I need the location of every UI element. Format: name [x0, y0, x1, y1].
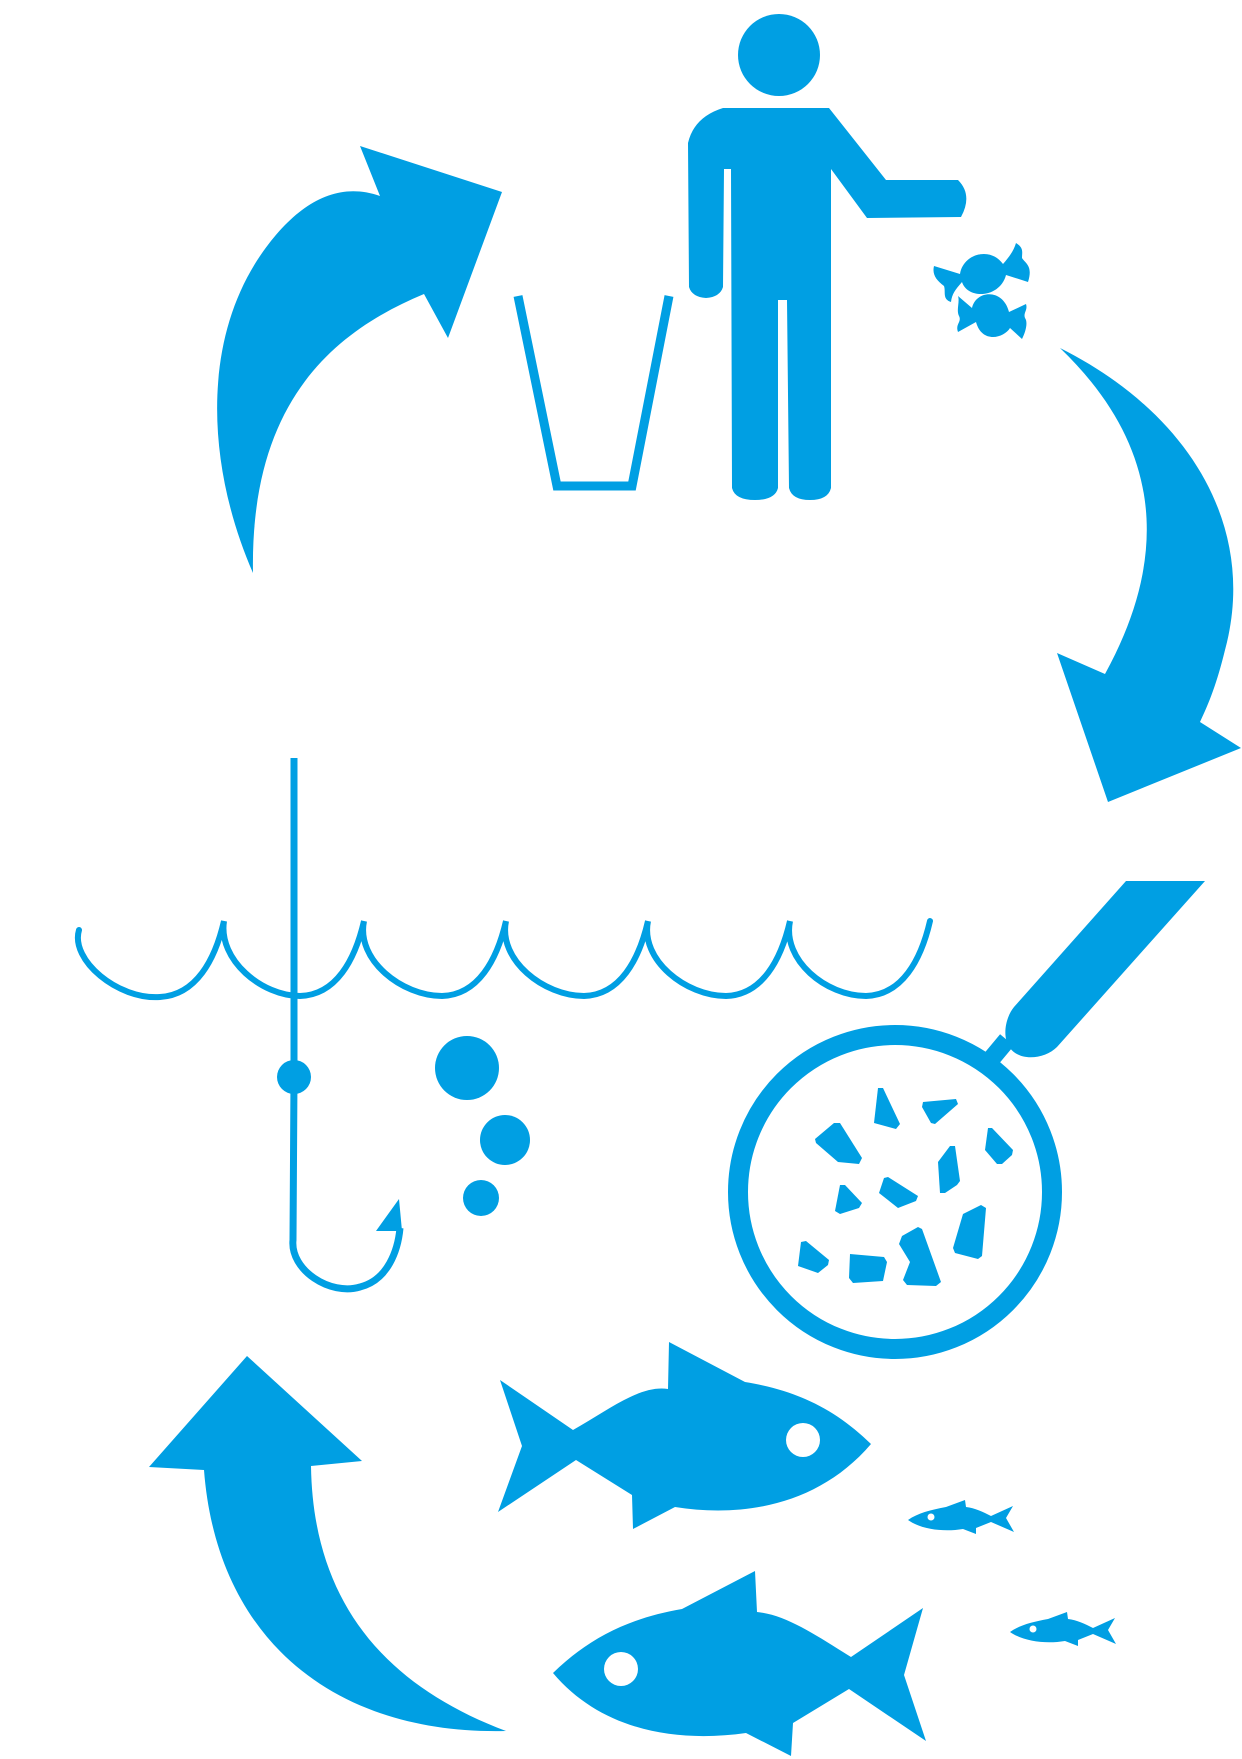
water-surface-waves: [78, 921, 930, 997]
trash-bin-icon: [518, 296, 669, 486]
person-littering-icon: [688, 14, 1030, 500]
cycle-arrow-top-right: [1057, 348, 1241, 802]
fish-school-icon: [498, 1342, 1116, 1756]
cycle-arrow-bottom-left: [149, 1356, 506, 1731]
bubble-large: [435, 1036, 499, 1100]
hook-barb: [376, 1199, 402, 1231]
wrapped-candy-icon: [933, 243, 1029, 339]
small-fish-icon-2: [1010, 1612, 1116, 1646]
bubble-small: [463, 1180, 499, 1216]
fishing-hook-icon: [293, 758, 400, 1289]
magnifier-handle: [1005, 881, 1205, 1057]
cycle-arrow-top-left: [217, 146, 502, 573]
air-bubbles: [435, 1036, 530, 1216]
microplastic-particles: [798, 1088, 1013, 1286]
small-fish-icon-1: [908, 1500, 1014, 1534]
person-body: [688, 108, 966, 500]
large-fish-right-icon: [498, 1342, 871, 1529]
microplastic-magnifier-icon: [738, 881, 1205, 1349]
large-fish-left-icon: [553, 1571, 926, 1756]
person-head: [738, 14, 820, 96]
bubble-medium: [480, 1115, 530, 1165]
